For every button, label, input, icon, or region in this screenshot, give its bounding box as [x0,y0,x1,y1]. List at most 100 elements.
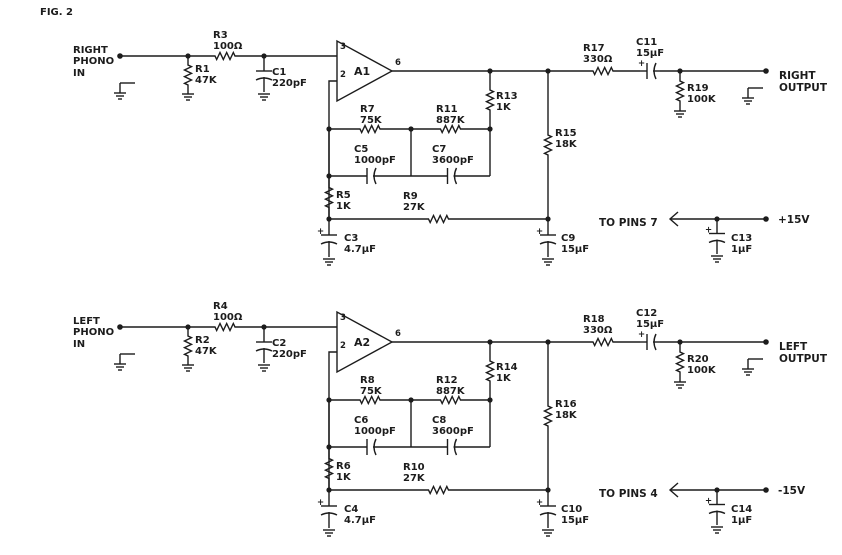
input-label: RIGHT [73,45,108,56]
ground-capacitor-designator: C3 [344,233,358,244]
load-resistor [674,342,686,382]
plus-sign: + [638,59,645,69]
decoupling-capacitor-designator: C9 [561,233,575,244]
arrow-left-icon [668,211,679,227]
tap-resistor-designator: R14 [496,362,518,373]
feedback-resistor-2-designator: R12 [436,375,458,386]
output-resistor [583,336,623,348]
output-capacitor-designator: C12 [636,308,657,319]
feedback-resistor-1 [329,123,411,135]
terminal-dot [763,487,769,493]
ground-capacitor-value: 4.7μF [344,244,376,255]
input-label: PHONO [73,327,114,338]
output-capacitor-plate [653,333,657,351]
feedback-resistor-1-value: 75K [360,115,383,126]
feedback-resistor-2-value: 887K [436,115,466,126]
amp-label: A2 [354,336,370,349]
plus-sign: + [705,226,712,236]
bias-resistor-designator: R10 [403,462,425,473]
feedback-capacitor-1-plate [373,438,377,456]
divider-resistor [542,342,554,490]
load-resistor-value: 100K [687,94,717,105]
bias-resistor [329,213,548,225]
tap-resistor [484,342,496,400]
ground-capacitor-plate [320,241,338,245]
output-capacitor-designator: C11 [636,37,657,48]
feedback-resistor-2-value: 887K [436,386,466,397]
input-resistor [205,321,245,333]
divider-resistor [542,71,554,219]
input-resistor [205,50,245,62]
left-channel-circuit: LEFTPHONOINR4100ΩR247KC2220pFA2326R875KR… [73,301,828,537]
feedback-resistor-1 [329,394,411,406]
feedback-resistor-1-designator: R8 [360,375,375,386]
shunt-resistor-designator: R2 [195,335,210,346]
feedback-resistor-2 [411,394,490,406]
terminal-dot [763,216,769,222]
supply-capacitor-designator: C13 [731,233,752,244]
shunt-resistor [182,327,194,365]
tap-resistor-value: 1K [496,102,512,113]
bias-resistor-value: 27K [403,202,426,213]
feedback-capacitor-2-value: 3600pF [432,155,474,166]
terminal-dot [763,68,769,74]
ground-resistor [323,447,335,490]
input-label: PHONO [73,56,114,67]
input-capacitor-designator: C1 [272,67,286,78]
input-capacitor-value: 220pF [272,349,307,360]
input-label: LEFT [73,316,100,327]
ground-capacitor-plate [320,512,338,516]
input-resistor-designator: R4 [213,301,228,312]
supply-capacitor-plate [708,510,726,515]
input-label: IN [73,339,85,350]
feedback-capacitor-1-designator: C5 [354,144,368,155]
load-resistor [674,71,686,111]
feedback-capacitor-2-plate [453,438,458,456]
output-resistor [583,65,623,77]
ground-resistor-designator: R6 [336,461,351,472]
shunt-resistor-value: 47K [195,75,218,86]
tap-resistor-designator: R13 [496,91,518,102]
output-resistor-designator: R18 [583,314,605,325]
tap-resistor [484,71,496,129]
figure-label: FIG. 2 [40,7,73,18]
divider-resistor-designator: R16 [555,399,577,410]
divider-resistor-value: 18K [555,410,578,421]
supply-capacitor-value: 1μF [731,515,752,526]
supply-voltage-label: +15V [778,214,810,226]
input-resistor-value: 100Ω [213,312,243,323]
ground-resistor-value: 1K [336,472,352,483]
plus-sign: + [638,330,645,340]
tap-resistor-value: 1K [496,373,512,384]
divider-resistor-value: 18K [555,139,578,150]
ground-resistor-value: 1K [336,201,352,212]
load-resistor-designator: R20 [687,354,709,365]
decoupling-capacitor-plate [539,241,557,245]
output-capacitor-value: 15μF [636,319,664,330]
output-resistor-designator: R17 [583,43,605,54]
input-capacitor-value: 220pF [272,78,307,89]
feedback-capacitor-1-designator: C6 [354,415,368,426]
feedback-capacitor-2-plate [453,167,458,185]
load-resistor-designator: R19 [687,83,709,94]
amp-pin-label: 3 [340,42,346,52]
load-resistor-value: 100K [687,365,717,376]
output-label: OUTPUT [779,82,828,94]
amp-pin-label: 3 [340,313,346,323]
amp-pin-label: 6 [395,329,401,339]
input-capacitor-designator: C2 [272,338,286,349]
op-amp [336,310,394,374]
ground-capacitor-designator: C4 [344,504,358,515]
shunt-resistor-designator: R1 [195,64,210,75]
feedback-resistor-2 [411,123,490,135]
decoupling-capacitor-value: 15μF [561,244,589,255]
plus-sign: + [536,227,543,237]
arrow-left-icon [668,482,679,498]
feedback-capacitor-2-value: 3600pF [432,426,474,437]
shunt-resistor-value: 47K [195,346,218,357]
output-capacitor-plate [653,62,657,80]
feedback-resistor-1-value: 75K [360,386,383,397]
bias-resistor [329,484,548,496]
plus-sign: + [317,227,324,237]
output-resistor-value: 330Ω [583,54,613,65]
